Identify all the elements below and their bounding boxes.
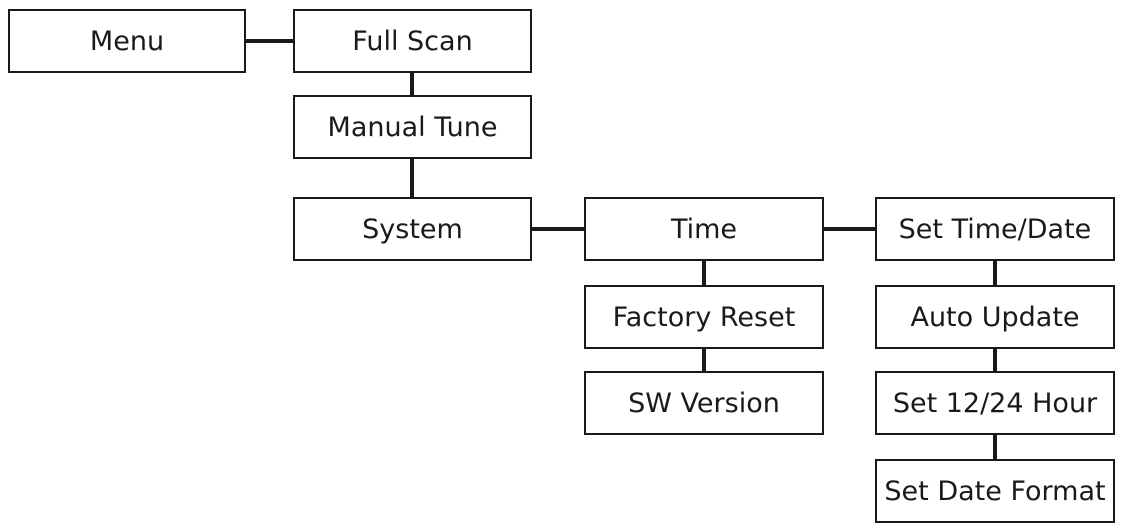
node-full-scan: Full Scan [293, 9, 532, 73]
connector-time-set-time-date [824, 227, 875, 231]
node-factory-reset: Factory Reset [584, 285, 824, 349]
node-time: Time [584, 197, 824, 261]
node-sw-version: SW Version [584, 371, 824, 435]
connector-system-time [532, 227, 584, 231]
node-system: System [293, 197, 532, 261]
node-menu: Menu [8, 9, 246, 73]
connector-auto-update-set-12-24-hour [993, 349, 997, 371]
node-set-12-24-hour: Set 12/24 Hour [875, 371, 1115, 435]
connector-factory-reset-sw-version [702, 349, 706, 371]
node-set-date-format: Set Date Format [875, 459, 1115, 523]
connector-set-time-date-auto-update [993, 261, 997, 285]
node-set-time-date: Set Time/Date [875, 197, 1115, 261]
connector-set-12-24-hour-set-date-format [993, 435, 997, 459]
node-auto-update: Auto Update [875, 285, 1115, 349]
connector-full-scan-manual-tune [410, 73, 414, 95]
connector-manual-tune-system [410, 159, 414, 197]
node-manual-tune: Manual Tune [293, 95, 532, 159]
connector-time-factory-reset [702, 261, 706, 285]
connector-menu-full-scan [246, 39, 293, 43]
